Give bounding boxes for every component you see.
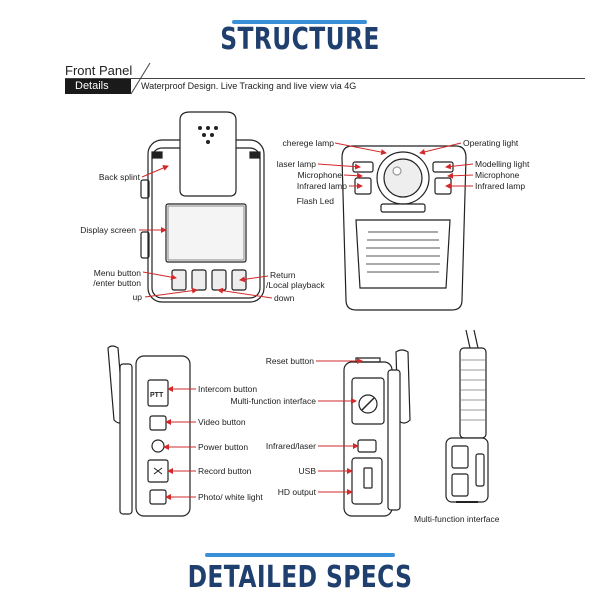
heading-accent-top <box>232 20 367 24</box>
details-tag: Details <box>65 79 131 94</box>
label-intercom-button: Intercom button <box>198 384 258 394</box>
label-down: down <box>274 293 295 303</box>
label-local-playback: /Local playback <box>266 280 325 290</box>
section-title-specs: DETAILED SPECS <box>187 560 413 595</box>
label-power-button: Power button <box>198 442 249 452</box>
label-infrared-laser: Infrared/laser <box>265 441 316 451</box>
label-photo-white-light: Photo/ white light <box>198 492 263 502</box>
heading-accent-bottom <box>205 553 395 557</box>
label-flash-led: Flash Led <box>296 196 334 206</box>
details-slash <box>130 62 151 95</box>
front-view-camera <box>140 111 265 303</box>
label-back-splint: Back splint <box>98 172 140 182</box>
label-charge-lamp: cherege lamp <box>282 138 334 148</box>
ptt-button-text: PTT <box>150 392 164 399</box>
label-microphone-right: Microphone <box>475 170 520 180</box>
right-side-camera <box>343 349 411 517</box>
label-usb: USB <box>298 466 316 476</box>
label-infrared-lamp-right: Infrared lamp <box>475 181 526 191</box>
label-up: up <box>132 292 142 302</box>
interface-cable <box>445 329 489 503</box>
label-modelling-light: Modelling light <box>475 159 530 169</box>
label-hd-output: HD output <box>277 487 316 497</box>
label-operating-light: Operating light <box>463 138 519 148</box>
label-infrared-lamp-left: Infrared lamp <box>296 181 347 191</box>
label-menu-button: Menu button <box>93 268 141 278</box>
left-side-camera <box>107 345 191 517</box>
label-enter-button: /enter button <box>93 278 141 288</box>
callout-lines <box>139 142 474 500</box>
rear-view-camera <box>341 145 467 311</box>
label-reset-button: Reset button <box>265 356 314 366</box>
caption-multi-function-interface: Multi-function interface <box>414 514 500 524</box>
front-panel-title: Front Panel <box>65 63 133 78</box>
label-return: Return <box>270 270 296 280</box>
header-divider <box>65 78 585 79</box>
label-microphone-left: Microphone <box>297 170 342 180</box>
label-video-button: Video button <box>198 417 246 427</box>
front-panel-description: Waterproof Design. Live Tracking and liv… <box>141 81 357 91</box>
label-laser-lamp: laser lamp <box>276 159 316 169</box>
page-title: STRUCTURE <box>220 22 380 57</box>
label-display-screen: Display screen <box>80 225 136 235</box>
label-record-button: Record button <box>198 466 252 476</box>
label-multi-function-interface: Multi-function interface <box>230 396 316 406</box>
